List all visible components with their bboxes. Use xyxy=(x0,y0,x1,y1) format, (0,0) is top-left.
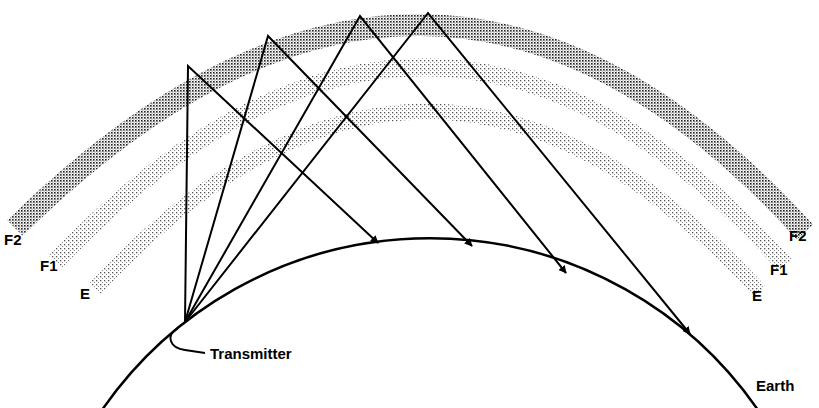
e-layer xyxy=(95,111,760,292)
layer-label: E xyxy=(80,286,90,301)
f1-layer xyxy=(55,67,785,265)
radio-rays xyxy=(185,13,690,334)
layer-label: F2 xyxy=(4,232,22,247)
earth-surface xyxy=(102,238,758,408)
f2-layer xyxy=(15,25,805,232)
callout-line xyxy=(171,328,205,353)
transmitter-label: Transmitter xyxy=(210,346,292,361)
layer-label: F2 xyxy=(789,228,807,243)
earth-label: Earth xyxy=(756,378,794,393)
layer-label: F1 xyxy=(40,258,58,273)
layer-label: F1 xyxy=(770,262,788,277)
layer-label: E xyxy=(752,288,762,303)
